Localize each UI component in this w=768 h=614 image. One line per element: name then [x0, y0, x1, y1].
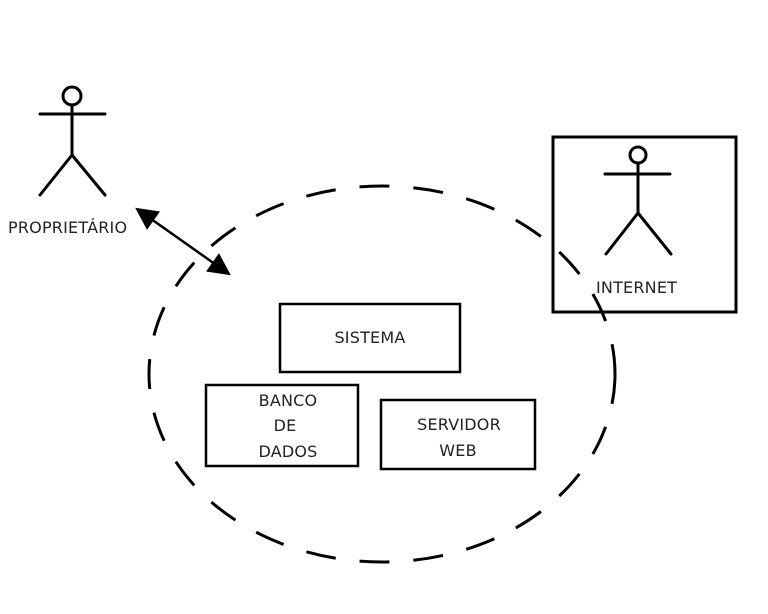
servidor-web-box [379, 398, 537, 471]
internet-actor-label: INTERNET [596, 278, 677, 297]
sistema-box [278, 302, 462, 374]
banco-label-line-1: BANCO [259, 391, 318, 410]
system-boundary [147, 184, 617, 564]
internet-actor-icon [603, 145, 673, 256]
owner-actor-label: PROPRIETÁRIO [8, 218, 127, 237]
owner-system-association [135, 207, 231, 276]
banco-label-line-2: DE [274, 416, 297, 435]
sistema-label: SISTEMA [334, 328, 405, 347]
internet-frame [551, 135, 738, 314]
banco-label-line-3: DADOS [258, 442, 317, 461]
servidor-label-line-1: SERVIDOR [417, 415, 501, 434]
servidor-label-line-2: WEB [439, 441, 477, 460]
banco-de-dados-box [204, 383, 360, 468]
owner-actor-icon [38, 85, 107, 197]
